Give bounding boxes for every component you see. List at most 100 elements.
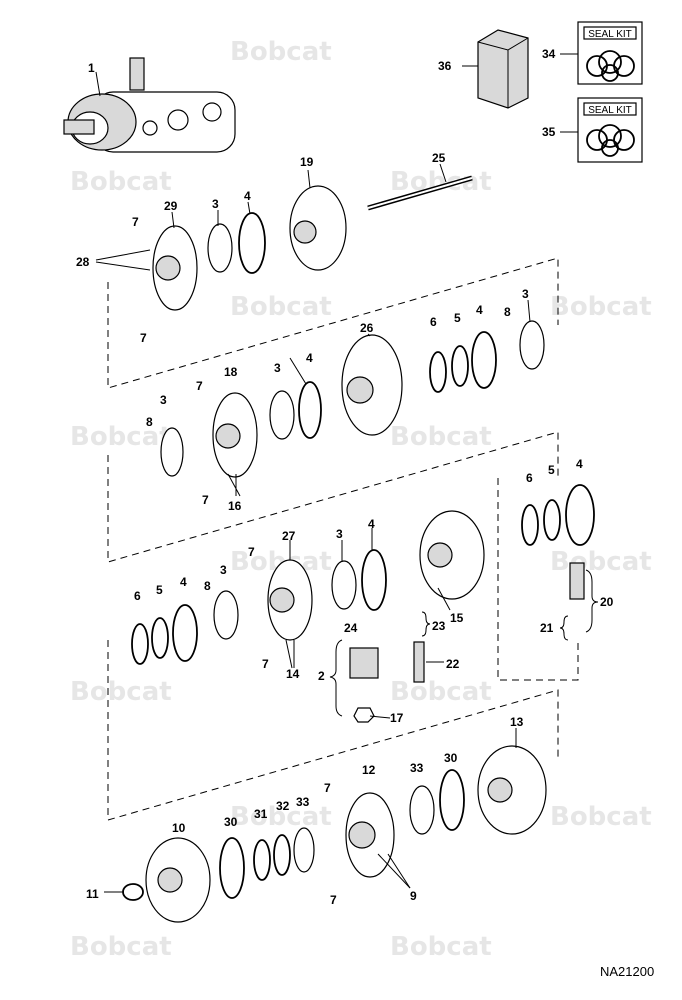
- callout-7: 7: [324, 781, 331, 795]
- callout-5: 5: [156, 583, 163, 597]
- callout-6: 6: [134, 589, 141, 603]
- callout-30: 30: [444, 751, 458, 765]
- callout-6: 6: [526, 471, 533, 485]
- seal-5: [451, 345, 469, 387]
- callout-4: 4: [476, 303, 483, 317]
- watermark: Bobcat: [390, 677, 492, 707]
- callout-24: 24: [344, 621, 358, 635]
- watermark: Bobcat: [390, 932, 492, 962]
- callout-2: 2: [318, 669, 325, 683]
- seal-4: [238, 212, 266, 274]
- callout-29: 29: [164, 199, 178, 213]
- callout-35: 35: [542, 125, 556, 139]
- assembly-guide-2: [107, 431, 559, 563]
- drawing-code: NA21200: [600, 964, 654, 979]
- seal-4: [565, 484, 595, 546]
- seal-4: [172, 604, 198, 662]
- seal-4: [471, 331, 497, 389]
- callout-4: 4: [244, 189, 251, 203]
- watermark: Bobcat: [390, 422, 492, 452]
- leader-lines: [95, 53, 578, 893]
- callout-3: 3: [220, 563, 227, 577]
- seal-kit-box: [477, 29, 529, 109]
- housing-19: [289, 185, 347, 271]
- plate-3: [269, 390, 295, 440]
- callout-4: 4: [576, 457, 583, 471]
- callout-8: 8: [204, 579, 211, 593]
- seal-6: [521, 504, 539, 546]
- bracket-21: [559, 615, 569, 641]
- watermark: Bobcat: [70, 932, 172, 962]
- seal-31: [253, 839, 271, 881]
- seal-32: [273, 834, 291, 876]
- callout-8: 8: [146, 415, 153, 429]
- callout-labels: 1 2 3 3 3 3 3 3 4 4 4 4 4 4 5 5 5 6 6 6 …: [76, 47, 614, 907]
- callout-34: 34: [542, 47, 556, 61]
- watermark: Bobcat: [550, 292, 652, 322]
- watermark: Bobcat: [70, 167, 172, 197]
- watermark: Bobcat: [230, 37, 332, 67]
- watermark: Bobcat: [390, 167, 492, 197]
- callout-7: 7: [196, 379, 203, 393]
- callout-5: 5: [548, 463, 555, 477]
- callout-7: 7: [140, 331, 147, 345]
- plate-3: [519, 320, 545, 370]
- callout-7: 7: [248, 545, 255, 559]
- callout-4: 4: [180, 575, 187, 589]
- callout-33: 33: [296, 795, 310, 809]
- watermark: Bobcat: [550, 802, 652, 832]
- bracket-20: [585, 569, 599, 633]
- bracket-23: [421, 611, 431, 637]
- seal-kit-label: SEAL KIT: [588, 29, 632, 40]
- assembly-guide-1: [107, 257, 559, 389]
- callout-25: 25: [432, 151, 446, 165]
- callout-7: 7: [202, 493, 209, 507]
- bracket-2: [329, 639, 343, 717]
- callout-13: 13: [510, 715, 524, 729]
- plate-33: [409, 785, 435, 835]
- callout-10: 10: [172, 821, 186, 835]
- callout-4: 4: [368, 517, 375, 531]
- callout-3: 3: [336, 527, 343, 541]
- callout-3: 3: [160, 393, 167, 407]
- callout-28: 28: [76, 255, 90, 269]
- callout-12: 12: [362, 763, 376, 777]
- callout-3: 3: [522, 287, 529, 301]
- callout-15: 15: [450, 611, 464, 625]
- watermark: Bobcat: [70, 422, 172, 452]
- assembly-guide-3: [107, 640, 559, 821]
- callout-5: 5: [454, 311, 461, 325]
- plate-3: [207, 223, 233, 273]
- callout-16: 16: [228, 499, 242, 513]
- callout-26: 26: [360, 321, 374, 335]
- seal-5: [151, 617, 169, 659]
- callout-18: 18: [224, 365, 238, 379]
- fitting-22: [413, 641, 425, 683]
- watermark: Bobcat: [230, 292, 332, 322]
- callout-7: 7: [330, 893, 337, 907]
- seal-kit-label: SEAL KIT: [588, 105, 632, 116]
- seal-5: [543, 499, 561, 541]
- callout-11: 11: [86, 887, 99, 901]
- callout-7: 7: [132, 215, 139, 229]
- callout-9: 9: [410, 889, 417, 903]
- pump-assembly: [63, 57, 236, 153]
- callout-33: 33: [410, 761, 424, 775]
- callout-21: 21: [540, 621, 554, 635]
- callout-7: 7: [262, 657, 269, 671]
- seal-4: [361, 549, 387, 611]
- nut-17: [353, 707, 375, 723]
- callout-3: 3: [274, 361, 281, 375]
- callout-27: 27: [282, 529, 296, 543]
- seal-kit-card-35: SEAL KIT: [577, 97, 643, 163]
- callout-22: 22: [446, 657, 460, 671]
- seal-11: [122, 883, 144, 901]
- callout-36: 36: [438, 59, 452, 73]
- watermark: Bobcat: [230, 802, 332, 832]
- seal-4: [298, 381, 322, 439]
- plate-33: [293, 827, 315, 873]
- valve-20: [569, 562, 585, 600]
- seal-30: [439, 769, 465, 831]
- plate-3: [213, 590, 239, 640]
